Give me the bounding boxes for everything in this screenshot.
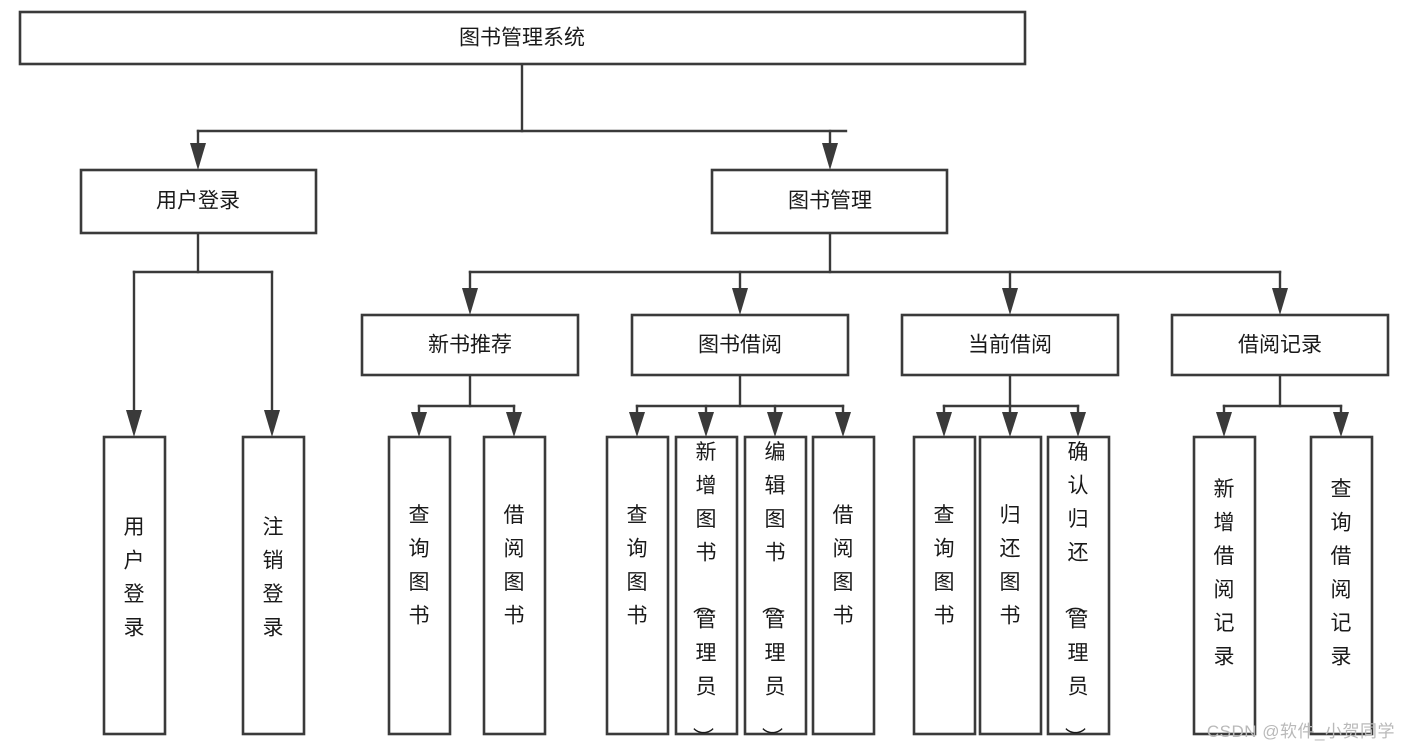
node-current-borrow-box[interactable] bbox=[900, 313, 1120, 377]
leaf-label-bb-3: 借阅图书 bbox=[833, 504, 854, 628]
node-borrow-record-label: 借阅记录 bbox=[1238, 334, 1322, 357]
leaf-node-book-borrow-0[interactable]: 查询图书 bbox=[605, 435, 670, 736]
node-book-management-box[interactable] bbox=[710, 168, 949, 235]
leaf-label-nbr-1: 借阅图书 bbox=[504, 504, 525, 628]
node-root-box[interactable] bbox=[18, 10, 1027, 66]
leaf-label-bb-1: 新增图书（管理员） bbox=[691, 441, 717, 747]
node-new-book-recommend-box[interactable] bbox=[360, 313, 580, 377]
node-user-login[interactable]: 用户登录 bbox=[79, 168, 318, 235]
arrow-head-leaf-bb-1 bbox=[698, 412, 714, 437]
arrow-head-leaf-br-0 bbox=[1216, 412, 1232, 437]
leaf-node-current-borrow-0[interactable]: 查询图书 bbox=[912, 435, 977, 736]
connector-group-new-book-recommend bbox=[411, 373, 522, 437]
leaf-label-cb-1: 归还图书 bbox=[1000, 504, 1021, 628]
leaf-label-br-1: 查询借阅记录 bbox=[1331, 478, 1352, 669]
leaf-box-cb-1[interactable] bbox=[978, 435, 1043, 736]
node-borrow-record[interactable]: 借阅记录 bbox=[1170, 313, 1390, 377]
node-book-borrow-box[interactable] bbox=[630, 313, 850, 377]
leaf-node-user-login-1[interactable]: 注销登录 bbox=[241, 435, 306, 736]
arrow-head-borrow-record bbox=[1272, 288, 1288, 315]
leaf-box-user-login-0[interactable] bbox=[102, 435, 167, 736]
node-new-book-recommend[interactable]: 新书推荐 bbox=[360, 313, 580, 377]
leaf-node-new-book-recommend-1[interactable]: 借阅图书 bbox=[482, 435, 547, 736]
node-user-login-label: 用户登录 bbox=[156, 190, 240, 213]
connector-group-book-mgmt bbox=[462, 231, 1288, 315]
node-current-borrow-label: 当前借阅 bbox=[968, 334, 1052, 357]
node-book-borrow-label: 图书借阅 bbox=[698, 334, 782, 357]
leaf-box-bb-2[interactable] bbox=[743, 435, 808, 736]
leaf-label-bb-0: 查询图书 bbox=[627, 504, 648, 628]
leaf-label-cb-2: 确认归还（管理员） bbox=[1063, 441, 1089, 747]
leaf-box-br-0[interactable] bbox=[1192, 435, 1257, 736]
leaf-box-bb-0[interactable] bbox=[605, 435, 670, 736]
node-root-label: 图书管理系统 bbox=[459, 27, 585, 50]
node-user-login-box[interactable] bbox=[79, 168, 318, 235]
leaf-node-borrow-record-1[interactable]: 查询借阅记录 bbox=[1309, 435, 1374, 736]
node-borrow-record-box[interactable] bbox=[1170, 313, 1390, 377]
connector-group-current-borrow bbox=[936, 373, 1086, 437]
arrow-head-leaf-bb-2 bbox=[767, 412, 783, 437]
arrow-head-leaf-bb-3 bbox=[835, 412, 851, 437]
arrow-head-leaf-cb-0 bbox=[936, 412, 952, 437]
arrow-head-leaf-nbr-0 bbox=[411, 412, 427, 437]
leaf-box-nbr-0[interactable] bbox=[387, 435, 452, 736]
leaf-box-cb-2[interactable] bbox=[1046, 435, 1111, 736]
node-book-management-label: 图书管理 bbox=[788, 190, 872, 213]
arrow-head-leaf-cb-1 bbox=[1002, 412, 1018, 437]
leaf-label-user-login-1: 注销登录 bbox=[263, 516, 284, 640]
leaf-label-nbr-0: 查询图书 bbox=[409, 504, 430, 628]
arrow-head-leaf-cb-2 bbox=[1070, 412, 1086, 437]
connector-group-borrow-record bbox=[1216, 373, 1349, 437]
arrow-head-current-borrow bbox=[1002, 288, 1018, 315]
arrow-head-user-login bbox=[190, 143, 206, 170]
node-root-book-management-system[interactable]: 图书管理系统 bbox=[18, 10, 1027, 66]
node-new-book-recommend-label: 新书推荐 bbox=[428, 334, 512, 357]
leaf-label-br-0: 新增借阅记录 bbox=[1214, 478, 1235, 669]
arrow-head-leaf-br-1 bbox=[1333, 412, 1349, 437]
arrow-head-book-borrow bbox=[732, 288, 748, 315]
arrow-head-leaf-user-login-0 bbox=[126, 410, 142, 437]
leaf-node-new-book-recommend-0[interactable]: 查询图书 bbox=[387, 435, 452, 736]
node-current-borrow[interactable]: 当前借阅 bbox=[900, 313, 1120, 377]
leaf-box-nbr-1[interactable] bbox=[482, 435, 547, 736]
arrow-head-book-mgmt bbox=[822, 143, 838, 170]
arrow-head-leaf-user-login-1 bbox=[264, 410, 280, 437]
leaf-node-book-borrow-2[interactable]: 编辑图书（管理员） bbox=[743, 435, 808, 747]
connector-group-user-login bbox=[126, 231, 280, 437]
leaf-node-book-borrow-1[interactable]: 新增图书（管理员） bbox=[674, 435, 739, 747]
leaf-node-book-borrow-3[interactable]: 借阅图书 bbox=[811, 435, 876, 736]
leaf-box-br-1[interactable] bbox=[1309, 435, 1374, 736]
leaf-node-borrow-record-0[interactable]: 新增借阅记录 bbox=[1192, 435, 1257, 736]
arrow-head-new-book-recommend bbox=[462, 288, 478, 315]
leaf-box-bb-1[interactable] bbox=[674, 435, 739, 736]
node-book-management[interactable]: 图书管理 bbox=[710, 168, 949, 235]
arrow-head-leaf-bb-0 bbox=[629, 412, 645, 437]
node-book-borrow[interactable]: 图书借阅 bbox=[630, 313, 850, 377]
connector-group-book-borrow bbox=[629, 373, 851, 437]
leaf-node-current-borrow-1[interactable]: 归还图书 bbox=[978, 435, 1043, 736]
leaf-node-current-borrow-2[interactable]: 确认归还（管理员） bbox=[1046, 435, 1111, 747]
leaf-node-user-login-0[interactable]: 用户登录 bbox=[102, 435, 167, 736]
leaf-box-bb-3[interactable] bbox=[811, 435, 876, 736]
leaf-label-cb-0: 查询图书 bbox=[934, 504, 955, 628]
leaf-box-cb-0[interactable] bbox=[912, 435, 977, 736]
leaf-box-user-login-1[interactable] bbox=[241, 435, 306, 736]
leaf-label-bb-2: 编辑图书（管理员） bbox=[760, 441, 786, 747]
connector-group-root bbox=[190, 62, 848, 170]
leaf-label-user-login-0: 用户登录 bbox=[124, 516, 145, 640]
arrow-head-leaf-nbr-1 bbox=[506, 412, 522, 437]
